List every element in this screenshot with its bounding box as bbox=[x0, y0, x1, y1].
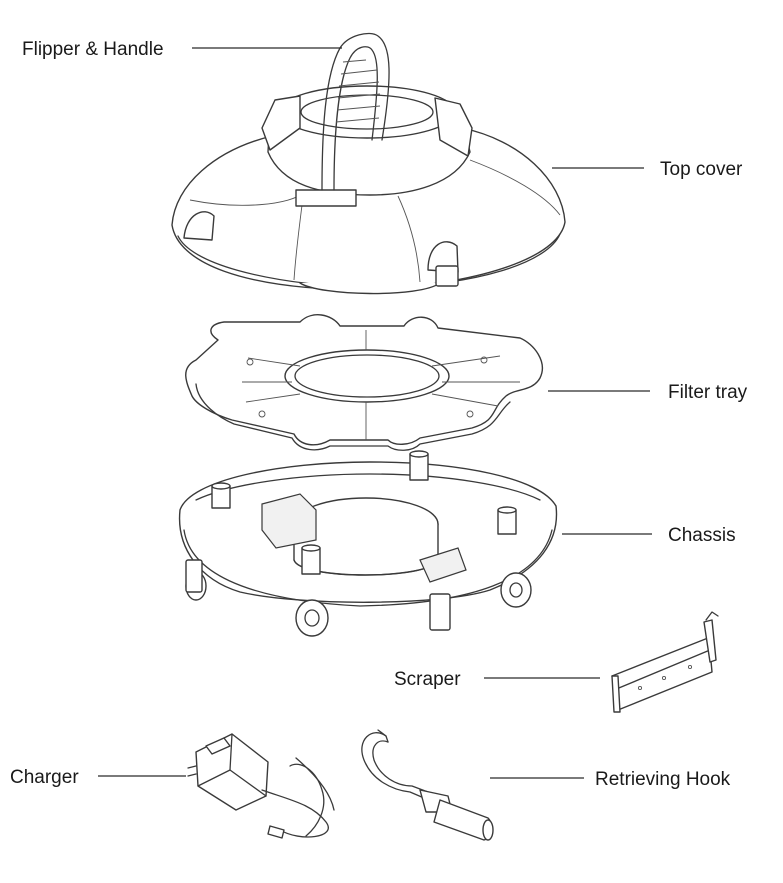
top-cover-illustration bbox=[171, 32, 566, 295]
label-chassis: Chassis bbox=[668, 525, 736, 546]
label-filter-tray: Filter tray bbox=[668, 382, 748, 403]
filter-tray-illustration bbox=[185, 314, 543, 451]
chassis-illustration bbox=[178, 450, 558, 637]
retrieving-hook-illustration bbox=[361, 729, 494, 841]
charger-illustration bbox=[187, 733, 335, 839]
label-retrieving-hook: Retrieving Hook bbox=[595, 769, 731, 790]
label-charger: Charger bbox=[10, 767, 79, 788]
scraper-illustration bbox=[611, 611, 719, 713]
label-top-cover: Top cover bbox=[660, 159, 743, 180]
label-flipper-handle: Flipper & Handle bbox=[22, 39, 164, 60]
label-scraper: Scraper bbox=[394, 669, 461, 690]
